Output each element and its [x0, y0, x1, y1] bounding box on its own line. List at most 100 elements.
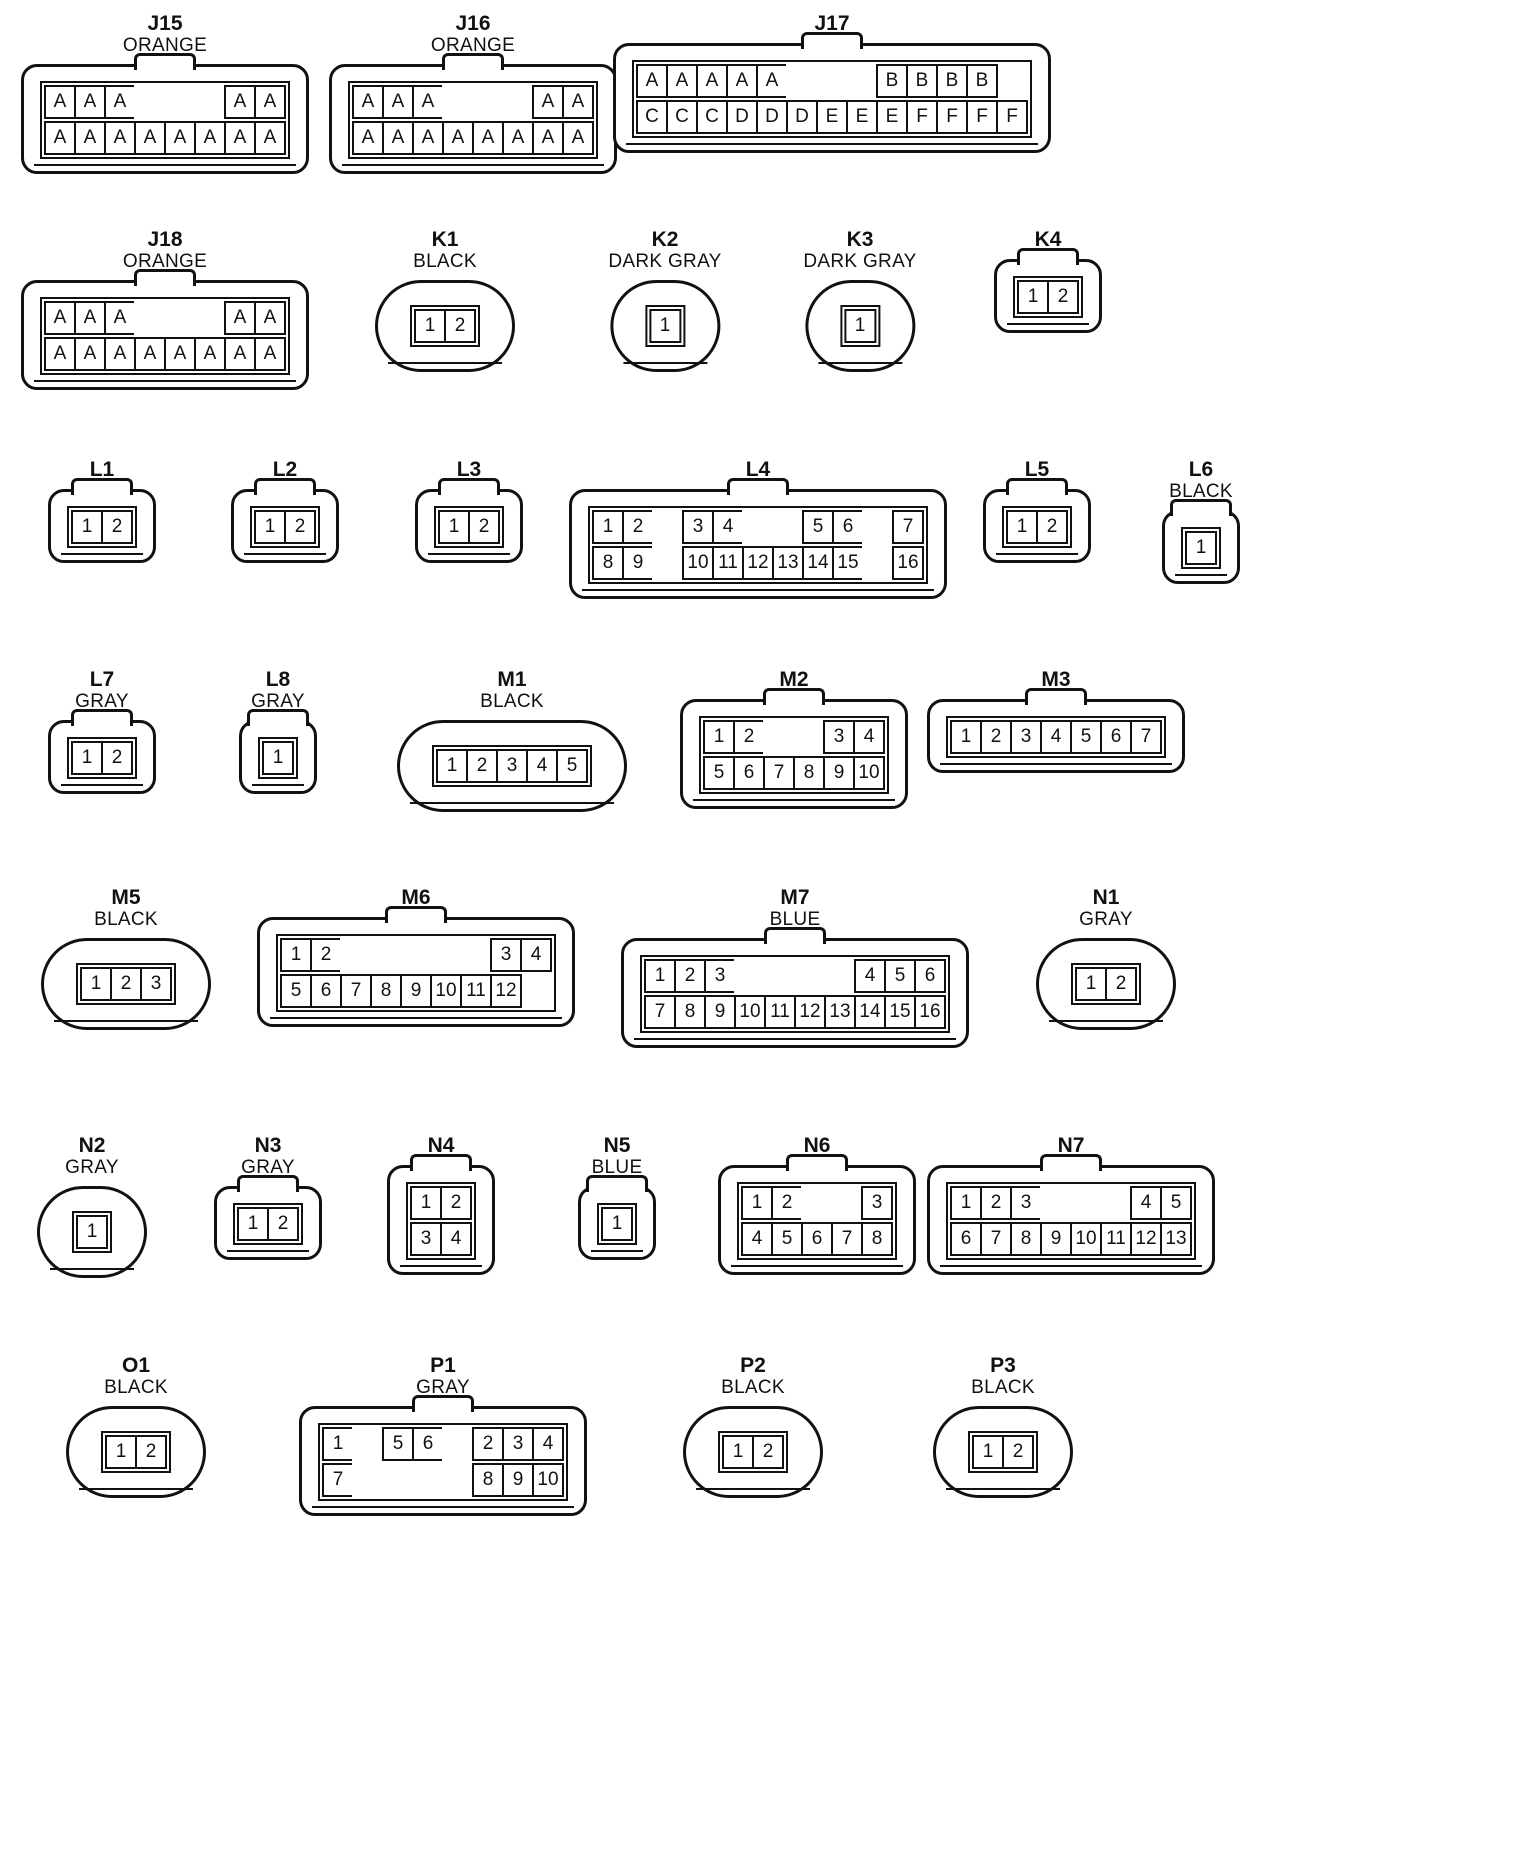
- pin-cell: 11: [712, 546, 744, 580]
- connector-code: N5: [603, 1134, 631, 1157]
- pin-gap: [412, 1463, 444, 1497]
- pin-cell: A: [44, 85, 76, 119]
- pin-cell: 1: [1017, 280, 1049, 314]
- pin-grid: 1: [1181, 527, 1221, 569]
- connector-color: BLACK: [1169, 481, 1233, 502]
- pin-cell: 2: [444, 309, 476, 343]
- pin-cell: A: [44, 337, 76, 371]
- connector-code: L7: [89, 668, 115, 691]
- pin-cell: 1: [648, 309, 681, 343]
- connector-code: K4: [1034, 228, 1062, 251]
- pin-cell: 1: [1006, 510, 1038, 544]
- pin-cell: 2: [1047, 280, 1079, 314]
- pin-cell: 8: [793, 756, 825, 790]
- connector-color: GRAY: [416, 1377, 470, 1398]
- pin-cell: 2: [468, 510, 500, 544]
- connector-housing: 1: [578, 1186, 656, 1260]
- pin-row: 1: [601, 1207, 633, 1241]
- pin-cell: 1: [438, 510, 470, 544]
- pin-gap: [502, 85, 534, 119]
- pin-cell: 11: [764, 995, 796, 1029]
- pin-cell: 10: [1070, 1222, 1102, 1256]
- pin-cell: 9: [823, 756, 855, 790]
- pin-cell: A: [164, 121, 196, 155]
- pin-gap: [340, 938, 372, 972]
- pin-cell: 7: [1130, 720, 1162, 754]
- connector-housing: 1: [804, 280, 915, 372]
- pin-cell: 1: [592, 510, 624, 544]
- pin-gap: [772, 510, 804, 544]
- pin-gap: [352, 1427, 384, 1461]
- pin-gap: [1040, 1186, 1072, 1220]
- pin-gap: [164, 301, 196, 335]
- connector-code: J16: [455, 12, 491, 35]
- connector-code: P1: [430, 1354, 456, 1377]
- pin-cell: 4: [526, 749, 558, 783]
- pin-cell: A: [532, 121, 564, 155]
- connector-code: N3: [254, 1134, 282, 1157]
- pin-cell: A: [224, 121, 256, 155]
- pin-cell: 8: [861, 1222, 893, 1256]
- pin-cell: 9: [622, 546, 654, 580]
- pin-gap: [442, 1427, 474, 1461]
- pin-cell: A: [224, 337, 256, 371]
- pin-row: 1: [76, 1215, 108, 1249]
- pin-cell: 2: [466, 749, 498, 783]
- pin-row: 1: [1185, 531, 1217, 565]
- pin-cell: A: [696, 64, 728, 98]
- pin-cell: 2: [135, 1435, 167, 1469]
- pin-cell: A: [254, 85, 286, 119]
- pin-gap: [786, 64, 818, 98]
- connector-color: BLUE: [769, 909, 821, 930]
- pin-cell: A: [382, 121, 414, 155]
- pin-cell: 1: [741, 1186, 773, 1220]
- pin-cell: 2: [101, 510, 133, 544]
- pin-cell: F: [936, 100, 968, 134]
- pin-cell: 2: [752, 1435, 784, 1469]
- pin-cell: 9: [704, 995, 736, 1029]
- pin-cell: 12: [742, 546, 774, 580]
- pin-cell: A: [726, 64, 758, 98]
- pin-cell: 7: [340, 974, 372, 1008]
- pin-cell: 6: [310, 974, 342, 1008]
- connector-color: BLACK: [413, 251, 477, 272]
- pin-cell: A: [352, 85, 384, 119]
- pin-cell: 5: [556, 749, 588, 783]
- pin-cell: 11: [1100, 1222, 1132, 1256]
- connector-code: M1: [497, 668, 527, 691]
- pin-cell: 5: [802, 510, 834, 544]
- pin-cell: 4: [712, 510, 744, 544]
